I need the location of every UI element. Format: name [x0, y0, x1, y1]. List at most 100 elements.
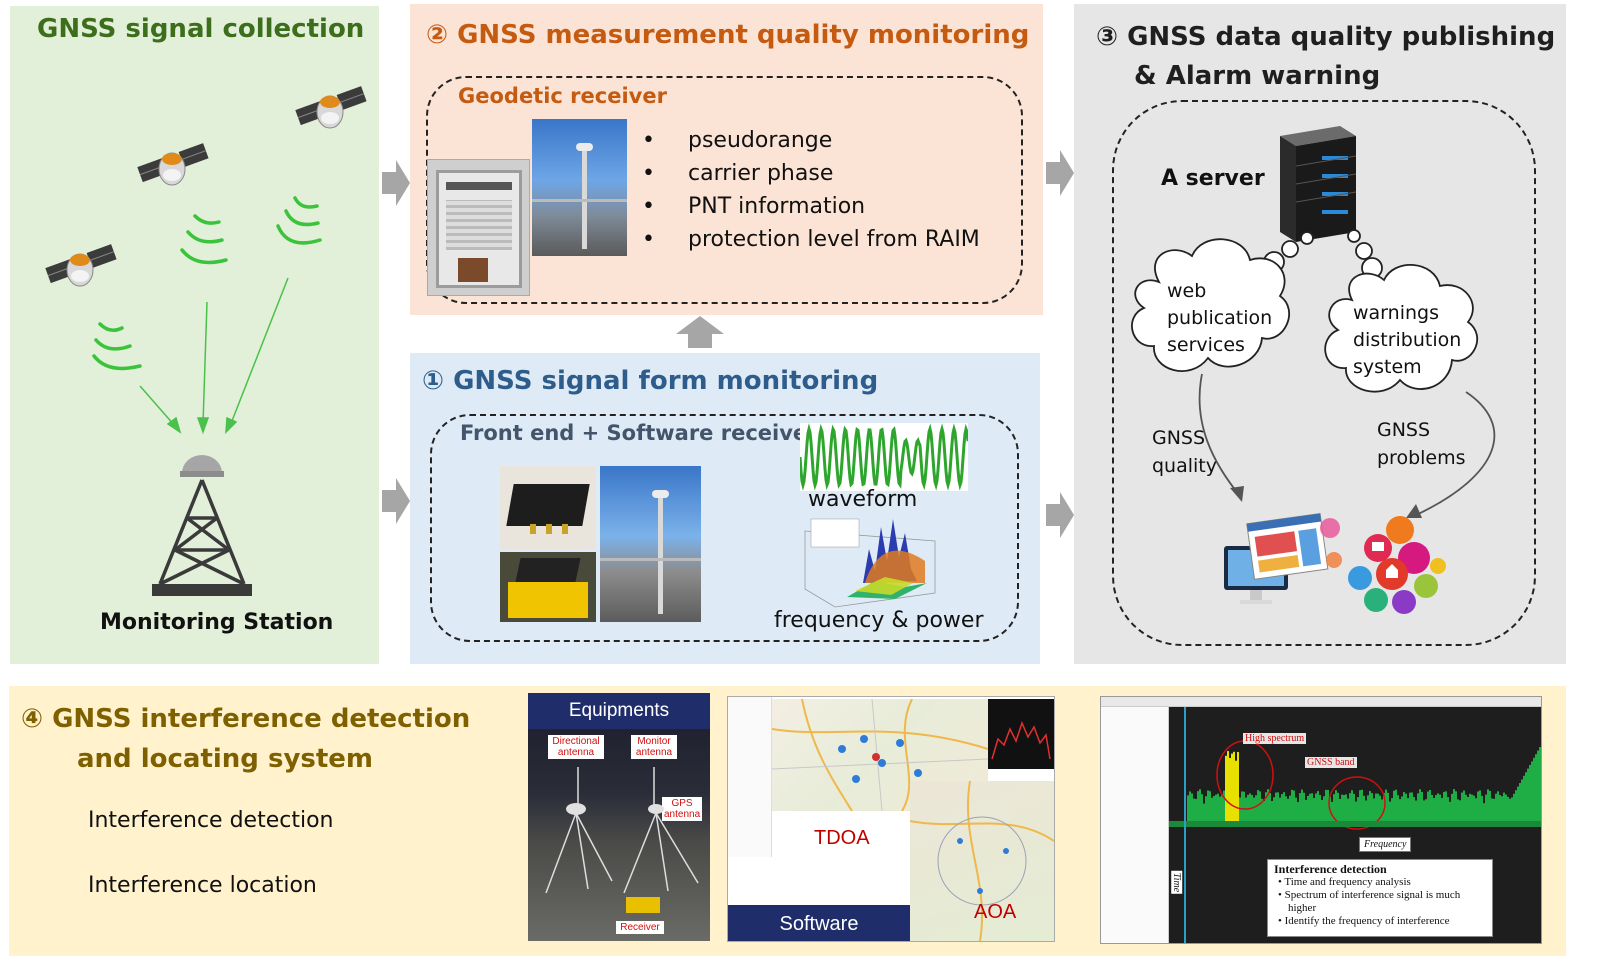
spectrum-bar — [1281, 794, 1283, 821]
spectrum-bar — [1211, 797, 1213, 821]
spectrum-bar — [1537, 750, 1539, 821]
rooftop-antenna-photo — [600, 466, 701, 622]
spectrum-bar — [1471, 794, 1473, 821]
spectrum-bar — [1535, 754, 1537, 821]
satellite-icon — [136, 142, 210, 186]
spectrum-bar — [1499, 794, 1501, 821]
spectrum-bar — [1269, 792, 1271, 821]
spectrum-bar — [1397, 795, 1399, 821]
spectrum-bar — [1473, 795, 1475, 821]
spectrum-bar — [1285, 796, 1287, 821]
spectrum-bar — [1381, 799, 1383, 821]
spectrum-bar — [1497, 791, 1499, 821]
spectrum-bar — [1233, 751, 1235, 821]
monitoring-station-label: Monitoring Station — [100, 610, 334, 635]
satellite-scene — [44, 85, 368, 596]
spectrum-bar — [1235, 760, 1237, 821]
signal-form-title: ① GNSS signal form monitoring — [422, 366, 879, 396]
spectrum-bar — [1491, 798, 1493, 821]
spectrum-bar — [1221, 795, 1223, 821]
interference-panel: ④ GNSS interference detection and locati… — [9, 686, 1566, 956]
spectrum-bar — [1399, 799, 1401, 821]
spectrum-bar — [1467, 797, 1469, 821]
spectrum-bar — [1395, 789, 1397, 821]
spectrum-bar — [1419, 789, 1421, 821]
spectrum-bar — [1283, 792, 1285, 821]
spectrum-bar — [1263, 800, 1265, 821]
spectrum-bar — [1489, 790, 1491, 821]
spectrum-bar — [1321, 800, 1323, 821]
gnss-problems-label: GNSS problems — [1377, 419, 1466, 469]
spectrum-bar — [1427, 791, 1429, 821]
waveform-label: waveform — [808, 487, 918, 512]
spectrum-bar — [1493, 798, 1495, 821]
spectrum-bar — [1307, 795, 1309, 821]
signal-collection-title: GNSS signal collection — [37, 14, 365, 44]
aoa-label: AOA — [974, 901, 1017, 923]
spectrum-bar — [1487, 789, 1489, 821]
spectrum-bar — [1539, 747, 1541, 821]
software-label: Software — [728, 905, 910, 941]
spectrum-bar — [1429, 789, 1431, 821]
spectrum-bar — [1415, 800, 1417, 821]
front-end-hardware-photo — [500, 466, 596, 550]
spectrum-bar — [1237, 752, 1239, 821]
spectrum-bar — [1225, 755, 1227, 821]
measurement-item: protection level from RAIM — [642, 227, 980, 260]
spectrum-bar — [1333, 794, 1335, 821]
spectrum-bar — [1441, 797, 1443, 821]
spectrum-bar — [1477, 791, 1479, 821]
server-box — [1112, 100, 1536, 646]
spectrum-bar — [1255, 795, 1257, 821]
tdoa-label: TDOA — [814, 827, 870, 849]
server-label: A server — [1161, 166, 1265, 191]
gps-antenna-label: GPS antenna — [662, 797, 702, 821]
monitor-antenna-label: Monitor antenna — [631, 735, 677, 759]
spectrum-bar — [1371, 793, 1373, 821]
spectrum-bar — [1207, 790, 1209, 821]
spectrum-bar — [1373, 798, 1375, 821]
spectrum-bar — [1433, 797, 1435, 821]
spectrum-bar — [1367, 795, 1369, 821]
spectrum-bar — [1515, 790, 1517, 821]
spectrum-peaks — [847, 519, 927, 599]
equipments-photo: Equipments Directional antenna Monitor a… — [528, 693, 710, 941]
spectrum-bar — [1481, 795, 1483, 821]
cloud-left-shape — [1131, 238, 1290, 372]
spectrum-bar — [1259, 791, 1261, 821]
spectrum-bar — [1339, 799, 1341, 821]
spectrum-bar — [1437, 793, 1439, 821]
spectrum-bar — [1457, 799, 1459, 821]
spectrum-bar — [1289, 795, 1291, 821]
measurement-quality-title: ② GNSS measurement quality monitoring — [426, 20, 1030, 50]
spectrum-bar — [1387, 792, 1389, 821]
spectrum-bar — [1349, 793, 1351, 821]
time-axis-tag: Time — [1171, 870, 1183, 895]
spectrum-bar — [1287, 798, 1289, 821]
spectrum-bar — [1297, 802, 1299, 821]
spectrum-bar — [1459, 800, 1461, 821]
spectrum-bar — [1301, 789, 1303, 821]
spectrum-bar — [1443, 791, 1445, 821]
measurement-quality-panel: ② GNSS measurement quality monitoring Ge… — [410, 4, 1043, 315]
high-spectrum-tag: High spectrum — [1243, 733, 1307, 744]
spectrum-bar — [1379, 795, 1381, 821]
spectrum-bar — [1403, 792, 1405, 821]
spectrum-bar — [1247, 794, 1249, 821]
spectrum-bar — [1439, 794, 1441, 821]
spectrum-bar — [1475, 798, 1477, 821]
frequency-power-plot — [804, 518, 936, 608]
spectrum-bar — [1203, 803, 1205, 821]
spectrum-bar — [1359, 790, 1361, 821]
gnss-quality-label: GNSS quality — [1152, 427, 1217, 477]
interference-location-item: Interference location — [88, 873, 317, 898]
spectrum-bar — [1453, 789, 1455, 821]
spectrum-bar — [1327, 789, 1329, 821]
spectrum-bar — [1469, 793, 1471, 821]
spectrum-bar — [1519, 783, 1521, 821]
spectrum-bar — [1345, 794, 1347, 821]
spectrum-bar — [1385, 789, 1387, 821]
aoa-map — [909, 780, 1054, 941]
software-map: TDOA AOA Software — [727, 696, 1055, 942]
spectrum-bar — [1353, 793, 1355, 821]
